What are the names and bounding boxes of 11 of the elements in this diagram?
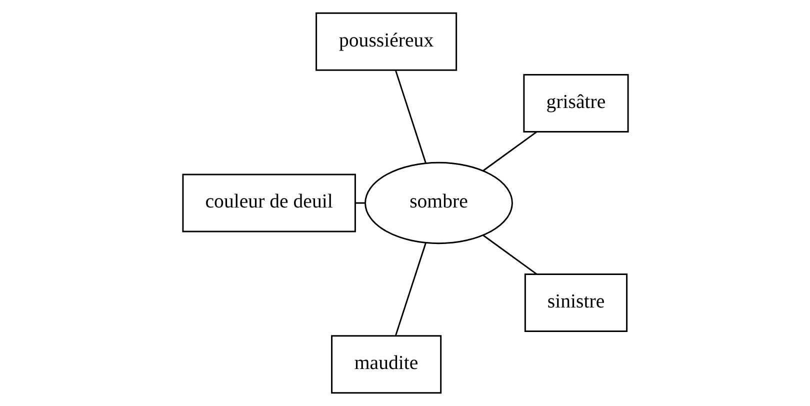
connector xyxy=(355,202,364,204)
node-box: maudite xyxy=(330,335,442,394)
connector xyxy=(394,70,426,164)
node-ellipse: sombre xyxy=(364,162,512,244)
node-box: poussiéreux xyxy=(315,12,457,71)
connector xyxy=(394,242,426,336)
connector xyxy=(482,131,537,172)
node-box: grisâtre xyxy=(522,74,628,133)
node-box: couleur de deuil xyxy=(182,174,356,232)
connector xyxy=(482,234,537,275)
node-box: sinistre xyxy=(524,273,628,332)
